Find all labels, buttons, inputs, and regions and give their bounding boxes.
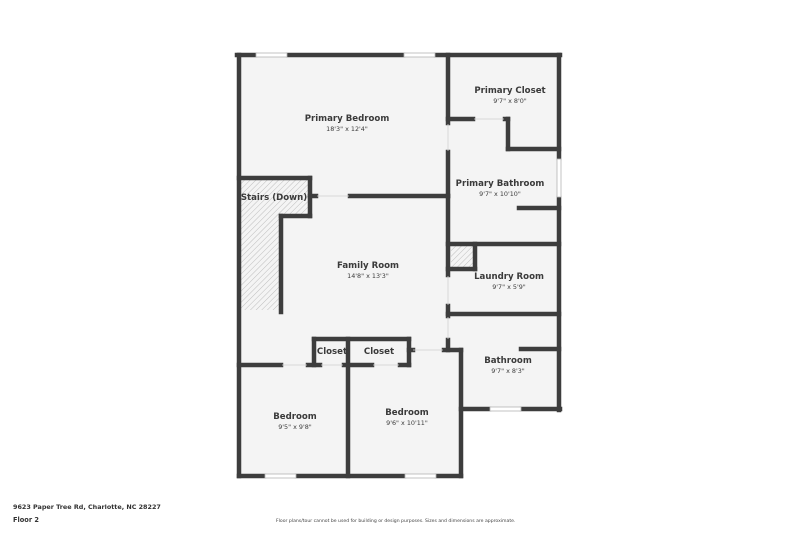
room-name-primary-closet: Primary Closet [474,86,545,96]
room-dims-primary-bedroom: 18'3" x 12'4" [326,125,368,133]
room-dims-bedroom-2: 9'6" x 10'11" [386,419,428,427]
room-name-stairs: Stairs (Down) [241,193,307,203]
floor-label: Floor 2 [13,516,39,524]
disclaimer: Floor plans/tour cannot be used for buil… [276,519,516,524]
room-dims-primary-bathroom: 9'7" x 10'10" [479,190,521,198]
walls [234,52,563,479]
room-name-laundry-room: Laundry Room [474,272,544,282]
room-name-bedroom-2: Bedroom [385,408,429,418]
room-name-bedroom-1: Bedroom [273,412,317,422]
room-dims-bedroom-1: 9'5" x 9'8" [278,423,312,431]
window [264,473,297,479]
laundry-hatch [451,246,475,268]
room-name-family-room: Family Room [337,261,399,271]
room-name-closet-1: Closet [317,347,347,357]
window [255,52,288,58]
room-name-bathroom: Bathroom [484,356,532,366]
room-name-primary-bedroom: Primary Bedroom [305,114,390,124]
window [404,473,437,479]
window [556,158,562,198]
room-dims-family-room: 14'8" x 13'3" [347,272,389,280]
room-name-closet-2: Closet [364,347,394,357]
property-address: 9623 Paper Tree Rd, Charlotte, NC 28227 [13,503,161,511]
door-openings [282,118,504,366]
windows [255,52,562,479]
room-dims-bathroom: 9'7" x 8'3" [491,367,525,375]
stairs-hatch [240,178,310,310]
room-dims-laundry-room: 9'7" x 5'9" [492,283,526,291]
window [489,406,522,412]
room-name-primary-bathroom: Primary Bathroom [456,179,545,189]
window [403,52,436,58]
room-dims-primary-closet: 9'7" x 8'0" [493,97,527,105]
